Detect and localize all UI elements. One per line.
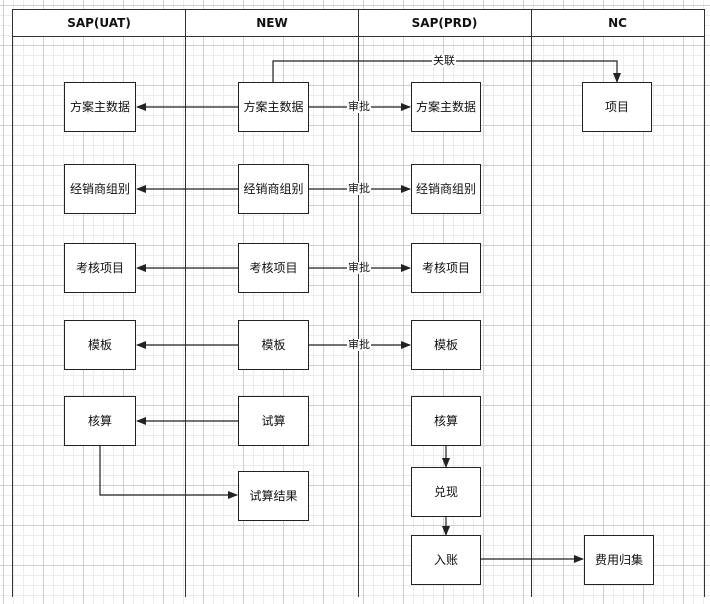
- edge-label-approve: 审批: [347, 261, 371, 274]
- node-new-trial-calc[interactable]: 试算: [238, 396, 309, 446]
- node-prd-assess-item[interactable]: 考核项目: [411, 243, 481, 293]
- lane-divider-uat-new: [185, 9, 186, 597]
- edge-label-approve: 审批: [347, 338, 371, 351]
- node-nc-expense-collect[interactable]: 费用归集: [584, 535, 654, 585]
- node-new-plan-master[interactable]: 方案主数据: [238, 82, 309, 132]
- node-nc-project[interactable]: 项目: [582, 82, 652, 132]
- node-uat-accounting[interactable]: 核算: [64, 396, 136, 446]
- node-prd-plan-master[interactable]: 方案主数据: [411, 82, 481, 132]
- lane-border-left: [12, 9, 13, 597]
- lane-header-sap-prd: SAP(PRD): [358, 9, 531, 37]
- node-new-trial-result[interactable]: 试算结果: [238, 471, 309, 521]
- edge-label-approve: 审批: [347, 182, 371, 195]
- lane-header-nc: NC: [531, 9, 704, 37]
- node-prd-posting[interactable]: 入账: [411, 535, 481, 585]
- node-new-dealer-group[interactable]: 经销商组别: [238, 164, 309, 214]
- node-prd-dealer-group[interactable]: 经销商组别: [411, 164, 481, 214]
- node-new-assess-item[interactable]: 考核项目: [238, 243, 309, 293]
- node-new-template[interactable]: 模板: [238, 320, 309, 370]
- edge-label-link: 关联: [432, 54, 456, 67]
- lane-divider-prd-nc: [531, 9, 532, 597]
- lane-header-new: NEW: [186, 9, 358, 37]
- lane-header-sap-uat: SAP(UAT): [12, 9, 186, 37]
- node-prd-redeem[interactable]: 兑现: [411, 467, 481, 517]
- lane-border-right: [704, 9, 705, 597]
- node-uat-dealer-group[interactable]: 经销商组别: [64, 164, 136, 214]
- node-prd-template[interactable]: 模板: [411, 320, 481, 370]
- edge-uat-accounting-to-trial-result: [99, 445, 238, 499]
- edge-label-approve: 审批: [347, 100, 371, 113]
- node-uat-template[interactable]: 模板: [64, 320, 136, 370]
- node-prd-accounting[interactable]: 核算: [411, 396, 481, 446]
- node-uat-assess-item[interactable]: 考核项目: [64, 243, 136, 293]
- lane-divider-new-prd: [358, 9, 359, 597]
- node-uat-plan-master[interactable]: 方案主数据: [64, 82, 136, 132]
